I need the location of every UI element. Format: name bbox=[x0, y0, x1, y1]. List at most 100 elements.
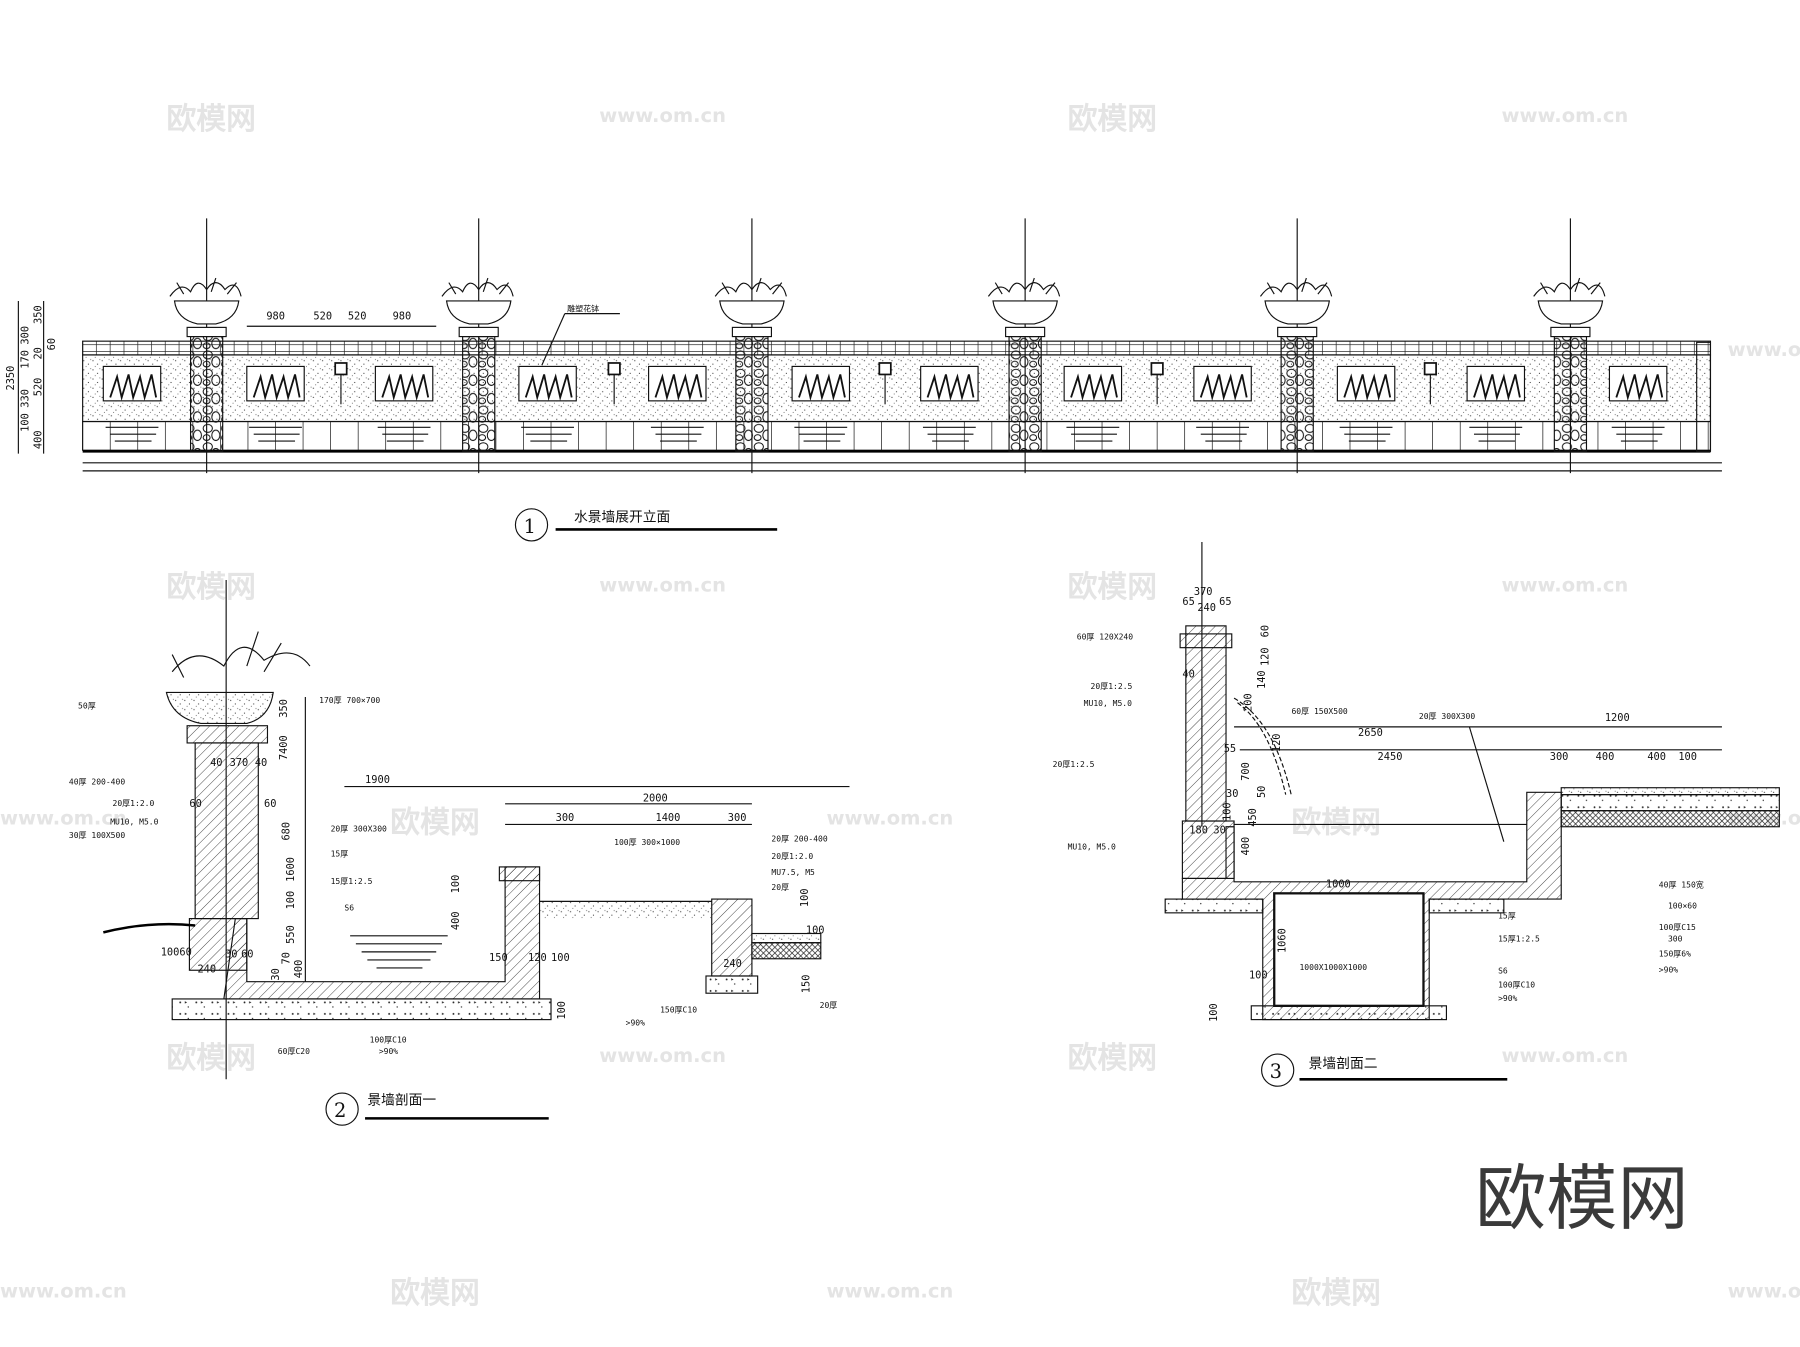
planter-window bbox=[920, 365, 979, 442]
drawing-number: 2 bbox=[334, 1099, 346, 1122]
wall-lamp bbox=[1423, 362, 1437, 405]
dim-text: 120 bbox=[1271, 733, 1283, 752]
annotation-note: 15厚 bbox=[1498, 912, 1516, 921]
annotation-note: 15厚 bbox=[331, 850, 349, 859]
dim-text: 520 bbox=[313, 310, 332, 322]
watermark-url: www.om.cn bbox=[1728, 338, 1800, 361]
wall-lamp bbox=[1150, 362, 1164, 405]
drawing-number: 1 bbox=[523, 515, 535, 538]
dim-text: 1900 bbox=[365, 774, 390, 786]
watermark-url: www.om.cn bbox=[827, 806, 954, 829]
dim-text: 980 bbox=[266, 310, 285, 322]
annotation-note: 20厚1:2.0 bbox=[771, 852, 813, 861]
watermark-brand: 欧模网 bbox=[166, 1041, 255, 1076]
annotation-note: 20厚 200-400 bbox=[771, 835, 827, 844]
annotation-note: 60厚 120X240 bbox=[1077, 633, 1133, 642]
drawing-title: 景墙剖面二 bbox=[1309, 1056, 1378, 1072]
dim-text: 10060 bbox=[161, 946, 192, 958]
annotation-note: >90% bbox=[1659, 966, 1678, 975]
dim-text: 100 bbox=[806, 925, 825, 937]
watermark-brand: 欧模网 bbox=[166, 570, 255, 605]
wall-lamp bbox=[607, 362, 621, 405]
dim-text: 400 bbox=[1647, 751, 1666, 763]
planter-window bbox=[1063, 365, 1123, 442]
dim-text: 100 bbox=[556, 1001, 568, 1020]
drawing-number: 3 bbox=[1270, 1060, 1282, 1083]
dim-text: 140 bbox=[1256, 670, 1268, 689]
annotation-note: 40厚 150宽 bbox=[1659, 880, 1704, 890]
dim-text: 240 bbox=[1197, 602, 1216, 614]
dim-text: 100 bbox=[1249, 969, 1268, 981]
dim-text: 65 bbox=[1182, 596, 1194, 608]
planter-window bbox=[518, 365, 577, 442]
annotation-note: 60厚C20 bbox=[278, 1047, 310, 1056]
brand-logo: 欧模网 bbox=[1475, 1157, 1688, 1240]
annotation-note: 170厚 700×700 bbox=[319, 696, 380, 705]
watermark-url: www.om.cn bbox=[1502, 104, 1629, 127]
dim-text: 240 bbox=[723, 958, 742, 970]
dim-text: 150 bbox=[800, 975, 812, 994]
dim-text: 40 bbox=[210, 757, 222, 769]
wall-lamp bbox=[334, 362, 348, 405]
annotation-note: 60厚 150X500 bbox=[1291, 707, 1347, 716]
elevation-drawing: 2350 350 300 170 20 60 520 330 100 400 9… bbox=[5, 218, 1722, 542]
dim-text: 100 bbox=[1208, 1003, 1220, 1022]
dim-text: 30 bbox=[270, 968, 282, 980]
annotation-note: 20厚1:2.5 bbox=[1091, 682, 1133, 691]
dim-text: 980 bbox=[393, 310, 412, 322]
dim-text: 50 bbox=[1256, 786, 1268, 798]
dim-text: 2000 bbox=[643, 792, 668, 804]
annotation-note: S6 bbox=[344, 904, 354, 913]
dim-text: 60 bbox=[189, 798, 201, 810]
dim-text: 170 bbox=[20, 350, 32, 369]
dim-text: 60 bbox=[1259, 625, 1271, 637]
callout-note: 雕塑花钵 bbox=[567, 303, 599, 313]
dim-text: 65 bbox=[1219, 596, 1231, 608]
watermark-brand: 欧模网 bbox=[1068, 1041, 1157, 1076]
dim-text: 1060 bbox=[1277, 928, 1289, 953]
dim-text: 400 bbox=[450, 911, 462, 930]
watermark-brand: 欧模网 bbox=[1068, 570, 1157, 605]
pillar-with-planter bbox=[714, 218, 787, 474]
annotation-note: 1000X1000X1000 bbox=[1299, 963, 1367, 972]
dim-2350: 2350 bbox=[5, 366, 17, 391]
dim-text: 55 bbox=[1224, 743, 1236, 755]
pillar-with-planter bbox=[987, 218, 1061, 474]
dim-text: 100 bbox=[1678, 751, 1697, 763]
watermark-brand: 欧模网 bbox=[390, 805, 479, 840]
watermark-url: www.om.cn bbox=[0, 1279, 127, 1302]
watermark-url: www.om.cn bbox=[599, 104, 726, 127]
watermark-url: www.om.cn bbox=[0, 806, 127, 829]
dim-text: 150 bbox=[489, 952, 508, 964]
annotation-note: 100厚 300×1000 bbox=[614, 838, 680, 847]
planter-window bbox=[1608, 365, 1668, 442]
dim-text: 100 bbox=[450, 875, 462, 894]
dim-text: 200 bbox=[1242, 693, 1254, 712]
annotation-note: 100×60 bbox=[1668, 901, 1697, 910]
pillar-with-planter bbox=[1259, 218, 1333, 474]
dim-text: 1600 bbox=[285, 857, 297, 882]
dim-text: 2450 bbox=[1378, 751, 1403, 763]
drawing-title: 景墙剖面一 bbox=[367, 1093, 436, 1109]
annotation-note: 150厚C10 bbox=[660, 1006, 697, 1015]
dim-text: 1200 bbox=[1605, 712, 1630, 724]
dim-text: 350 bbox=[32, 305, 44, 324]
dim-text: 180 bbox=[1189, 825, 1208, 837]
dim-text: 70 bbox=[280, 952, 292, 964]
dim-text: 100 bbox=[799, 888, 811, 907]
dim-text: 300 bbox=[556, 812, 575, 824]
annotation-note: 30厚 100X500 bbox=[69, 831, 125, 840]
dim-text: 40 bbox=[255, 757, 267, 769]
dim-text: 100 bbox=[20, 413, 32, 432]
annotation-note: >90% bbox=[626, 1018, 645, 1027]
dim-text: 300 bbox=[20, 326, 32, 345]
watermark-brand: 欧模网 bbox=[1291, 1276, 1380, 1311]
dim-text: 60 bbox=[46, 338, 58, 350]
dim-text: 450 bbox=[1247, 808, 1259, 827]
dim-text: 1000 bbox=[1326, 879, 1351, 891]
dim-text: 330 bbox=[20, 389, 32, 408]
dim-text: 680 bbox=[280, 822, 292, 841]
watermark-brand: 欧模网 bbox=[1068, 102, 1157, 137]
